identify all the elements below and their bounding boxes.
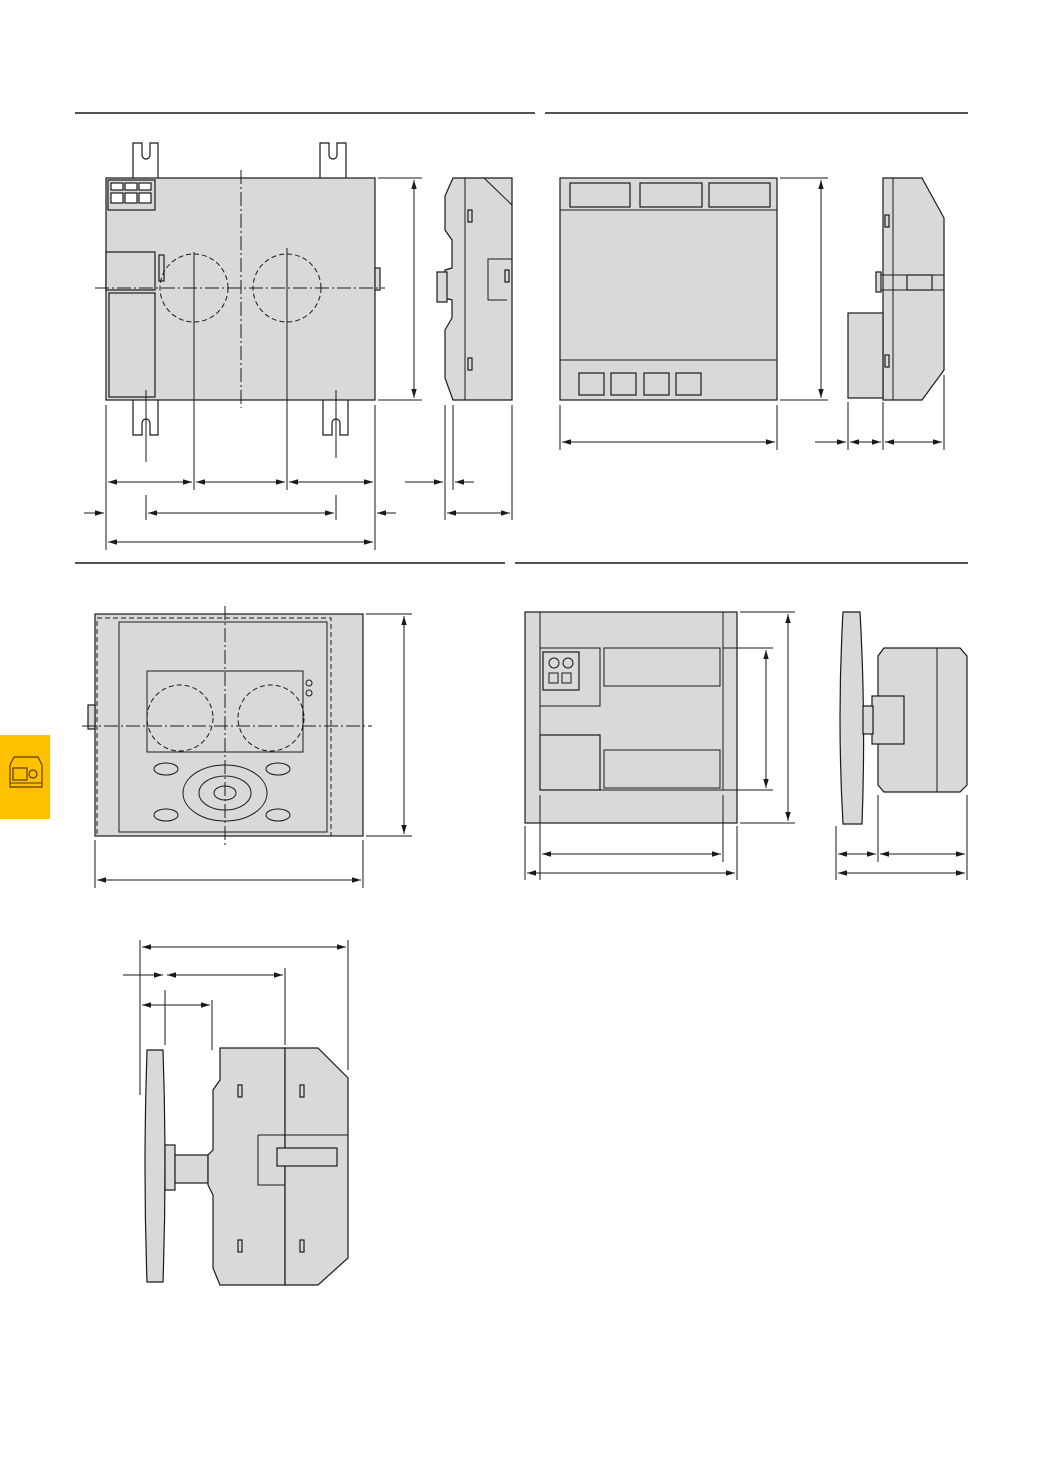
- section-rules: [75, 112, 968, 564]
- side-tab: [0, 735, 50, 819]
- assembly-side-view: [123, 940, 349, 1286]
- base-unit-front-view: [84, 142, 422, 550]
- display-unit-front-view: [82, 606, 412, 888]
- base-unit-side-view: [405, 177, 513, 520]
- plc-device-icon: [9, 756, 43, 788]
- display-unit-rear-and-side-view: [524, 611, 968, 880]
- expansion-unit-views: [559, 177, 945, 450]
